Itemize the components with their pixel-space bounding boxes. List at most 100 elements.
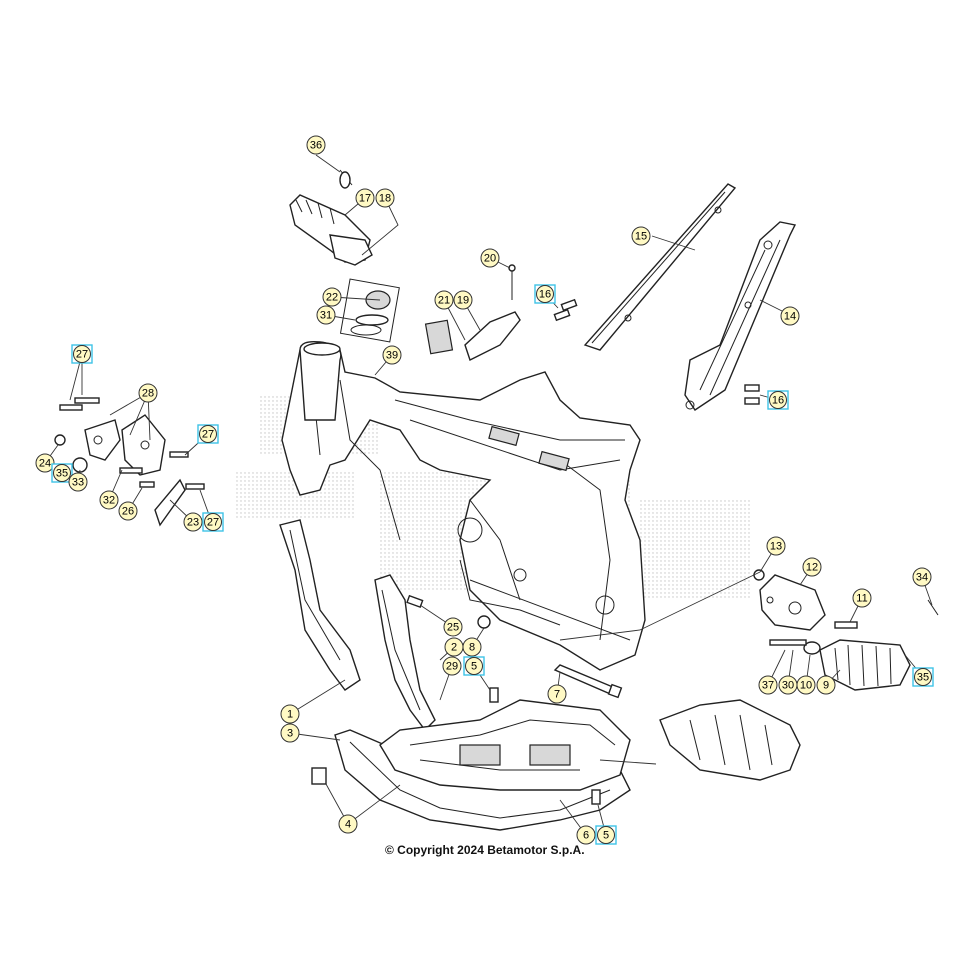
callout-circle <box>912 567 932 587</box>
callout-label: 17 <box>359 193 371 205</box>
bolts-16 <box>553 298 760 405</box>
callout-label: 15 <box>635 231 647 243</box>
callout-label: 14 <box>784 311 796 323</box>
callout-label: 13 <box>770 541 782 553</box>
callout-30: 30 <box>778 675 798 695</box>
callout-label: 4 <box>345 819 351 831</box>
callout-label: 11 <box>856 593 867 605</box>
callout-25: 25 <box>443 617 463 637</box>
callout-37: 37 <box>758 675 778 695</box>
callout-label: 7 <box>554 689 560 701</box>
callout-circle <box>576 825 596 845</box>
callout-label: 8 <box>469 642 475 654</box>
callout-33: 33 <box>68 472 88 492</box>
callout-label: 21 <box>438 295 450 307</box>
footpeg-mount-right <box>753 569 858 631</box>
callout-label: 36 <box>310 140 322 152</box>
callout-circle <box>382 345 402 365</box>
callout-20: 20 <box>480 248 500 268</box>
callout-circle <box>453 290 473 310</box>
callout-circle <box>280 723 300 743</box>
callout-7: 7 <box>547 684 567 704</box>
callout-circle <box>73 345 91 363</box>
callout-label: 16 <box>539 289 551 301</box>
footpeg-mount-left <box>54 397 205 527</box>
callout-label: 35 <box>917 672 929 684</box>
callout-27: 27 <box>202 512 224 532</box>
engine-guard <box>379 687 631 805</box>
callout-circle <box>375 188 395 208</box>
callout-circle <box>852 588 872 608</box>
callout-label: 32 <box>103 495 115 507</box>
callout-circle <box>547 684 567 704</box>
callout-label: 19 <box>457 295 469 307</box>
callout-circle <box>280 704 300 724</box>
bearing-assembly <box>339 278 400 343</box>
callout-circle <box>199 425 217 443</box>
callout-27: 27 <box>197 424 219 444</box>
callout-11: 11 <box>852 588 872 608</box>
callout-circle <box>597 826 615 844</box>
callout-3: 3 <box>280 723 300 743</box>
callout-21: 21 <box>434 290 454 310</box>
callout-label: 28 <box>142 388 154 400</box>
callout-10: 10 <box>796 675 816 695</box>
callout-17: 17 <box>355 188 375 208</box>
callout-circle <box>443 617 463 637</box>
callout-5: 5 <box>595 825 617 845</box>
callout-2: 2 <box>444 637 464 657</box>
callout-circle <box>796 675 816 695</box>
callout-14: 14 <box>780 306 800 326</box>
callout-circle <box>183 512 203 532</box>
callout-label: 24 <box>39 458 51 470</box>
callout-label: 27 <box>207 517 219 529</box>
callout-label: 5 <box>603 830 609 842</box>
callout-circle <box>631 226 651 246</box>
callout-label: 29 <box>446 661 458 673</box>
callout-label: 39 <box>386 350 398 362</box>
callout-12: 12 <box>802 557 822 577</box>
callout-circle <box>35 453 55 473</box>
callout-label: 20 <box>484 253 496 265</box>
callout-label: 1 <box>287 709 293 721</box>
callout-label: 37 <box>762 680 774 692</box>
callout-circle <box>462 637 482 657</box>
callout-18: 18 <box>375 188 395 208</box>
callout-31: 31 <box>316 305 336 325</box>
callout-22: 22 <box>322 287 342 307</box>
long-bolt-7 <box>553 664 623 699</box>
callout-28: 28 <box>138 383 158 403</box>
callout-19: 19 <box>453 290 473 310</box>
bracket-19 <box>424 264 521 361</box>
callout-circle <box>769 391 787 409</box>
callout-label: 35 <box>56 468 68 480</box>
nut-8 <box>477 615 491 629</box>
callout-circle <box>68 472 88 492</box>
callout-label: 25 <box>447 622 459 634</box>
callout-29: 29 <box>442 656 462 676</box>
callout-circle <box>99 490 119 510</box>
callout-circle <box>53 464 71 482</box>
copyright-notice: © Copyright 2024 Betamotor S.p.A. <box>385 843 585 857</box>
callout-label: 5 <box>471 661 477 673</box>
bolt-25 <box>406 594 424 609</box>
callout-circle <box>338 814 358 834</box>
callout-4: 4 <box>338 814 358 834</box>
subframe-bracket-14 <box>684 221 797 411</box>
callout-13: 13 <box>766 536 786 556</box>
callout-label: 27 <box>76 349 88 361</box>
callout-circle <box>766 536 786 556</box>
callout-label: 3 <box>287 728 293 740</box>
callout-circle <box>914 668 932 686</box>
frame-rail-1 <box>279 519 361 691</box>
callout-label: 12 <box>806 562 818 574</box>
frame-rail-2 <box>374 574 436 732</box>
callout-26: 26 <box>118 501 138 521</box>
callout-label: 31 <box>320 310 332 322</box>
callout-1: 1 <box>280 704 300 724</box>
callout-circle <box>758 675 778 695</box>
footpeg-left <box>289 169 373 266</box>
callout-label: 23 <box>187 517 199 529</box>
callout-circle <box>434 290 454 310</box>
